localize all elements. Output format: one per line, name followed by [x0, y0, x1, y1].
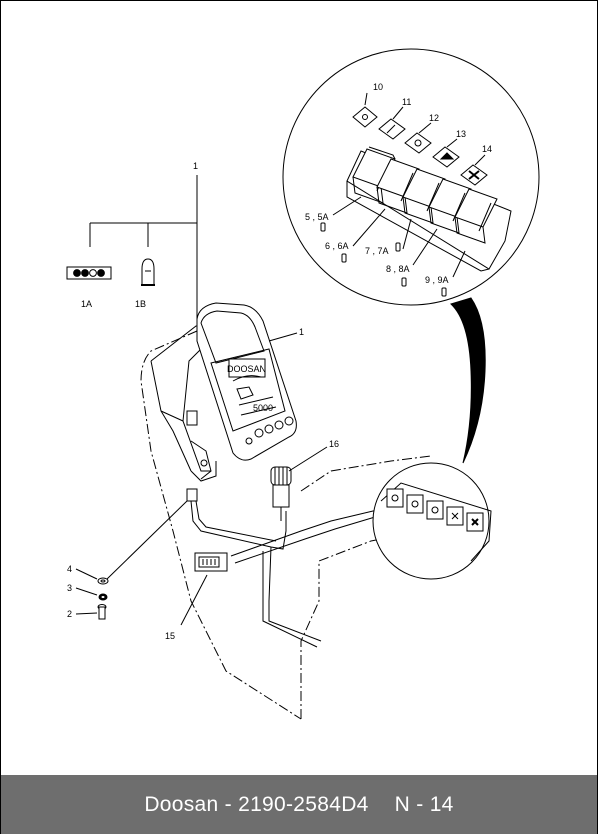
- instrument-panel: [196, 302, 297, 461]
- connector-1a-icon: [66, 266, 112, 280]
- hardware-items: [75, 500, 188, 620]
- callout-8-8a: 8 , 8A: [386, 264, 410, 274]
- callout-2: 2: [67, 609, 72, 619]
- bulb-1b-icon: [141, 258, 155, 286]
- callout-14: 14: [482, 144, 492, 154]
- callout-10: 10: [373, 82, 383, 92]
- footer-brand: Doosan: [144, 792, 219, 816]
- callout-7-7a: 7 , 7A: [365, 246, 389, 256]
- callout-1-top: 1: [193, 161, 198, 171]
- work-light-symbol-icon: [352, 92, 378, 128]
- exploded-parts-diagram: 1 1A 1B: [66, 48, 540, 720]
- rocker-switch-bank: [346, 146, 512, 272]
- callout-16: 16: [329, 439, 339, 449]
- callout-4: 4: [67, 564, 72, 574]
- beacon-symbol-icon: [432, 138, 460, 168]
- callout-15: 15: [165, 631, 175, 641]
- switch-detail-small: [372, 462, 492, 580]
- fan-symbol-icon: [404, 122, 432, 154]
- callout-11: 11: [402, 97, 411, 107]
- callout-1-panel: 1: [299, 327, 304, 337]
- relay-15-icon: [180, 552, 228, 626]
- wiper-symbol-icon: [378, 106, 406, 140]
- footer-page-code: N - 14: [394, 792, 454, 816]
- indicator-bulbs: [320, 222, 447, 297]
- callout-1b: 1B: [135, 299, 146, 309]
- bulb-leaders: [332, 196, 466, 278]
- footer-bar: Doosan - 2190-2584D4 N - 14: [1, 775, 597, 834]
- ac-symbol-icon: [460, 154, 488, 186]
- footer-separator: -: [224, 792, 232, 816]
- callout-3: 3: [67, 583, 72, 593]
- panel-badge: DOOSAN: [227, 364, 266, 374]
- callout-13: 13: [456, 129, 466, 139]
- callout-12: 12: [429, 113, 439, 123]
- console-body: [150, 325, 217, 482]
- callout-1a: 1A: [81, 299, 92, 309]
- console-outline: [140, 330, 432, 720]
- callout-9-9a: 9 , 9A: [425, 275, 449, 285]
- callout-1-bracket: [89, 175, 198, 331]
- pressure-switch-16-icon: [270, 446, 328, 521]
- callout-5-5a: 5 , 5A: [305, 212, 329, 222]
- detail-pointer: [450, 297, 486, 464]
- footer-part-number: 2190-2584D4: [238, 792, 369, 816]
- panel-small-label: 5000: [253, 403, 273, 413]
- callout-6-6a: 6 , 6A: [325, 241, 349, 251]
